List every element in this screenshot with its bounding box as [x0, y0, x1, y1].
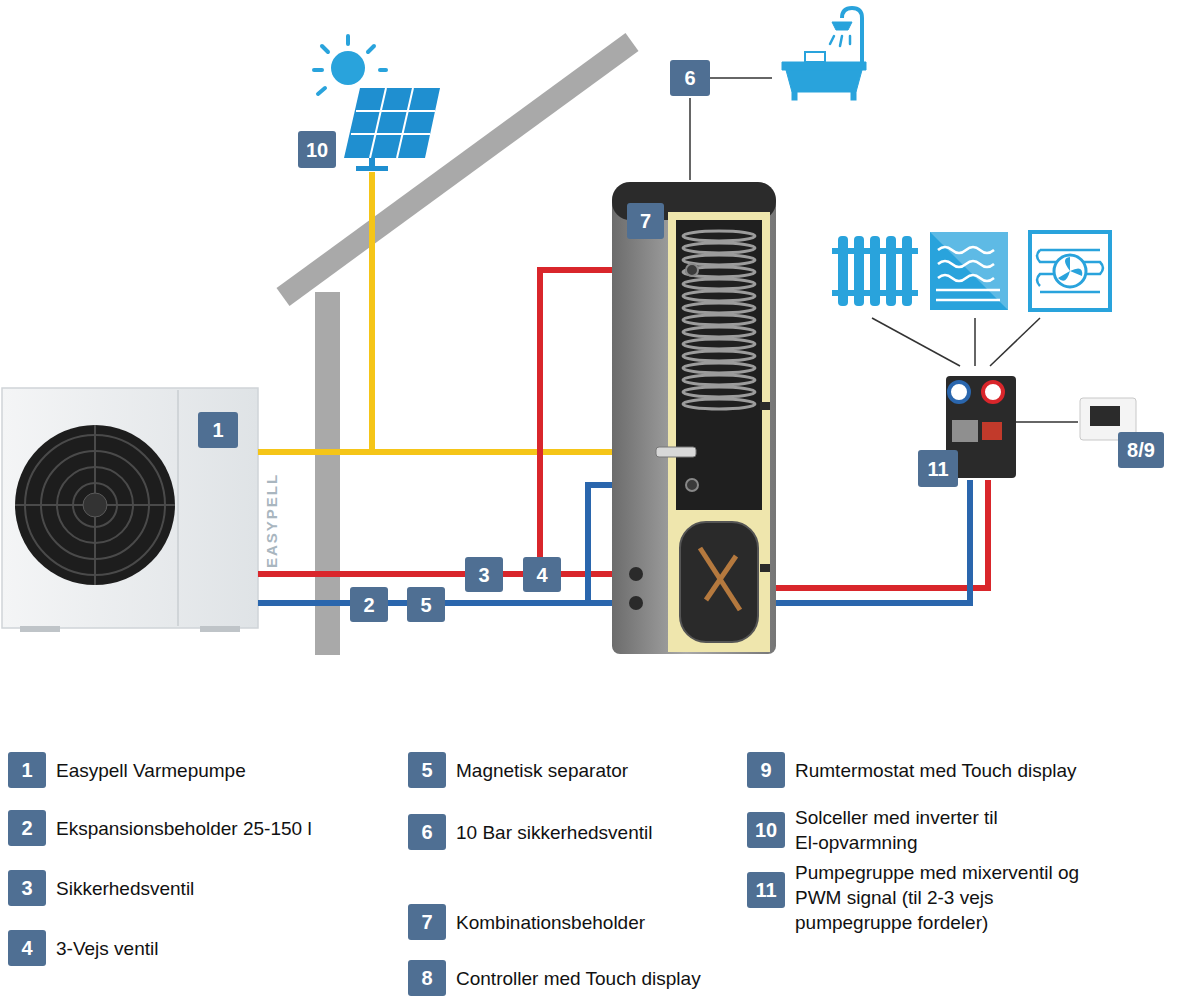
legend-callout: 11Pumpegruppe med mixerventil og PWM sig… [747, 872, 785, 908]
legend-description: Ekspansionsbeholder 25-150 l [56, 816, 386, 841]
callout-number-text: 2 [363, 595, 374, 615]
legend-description: Sikkerhedsventil [56, 876, 386, 901]
legend-callout: 2Ekspansionsbeholder 25-150 l [8, 810, 46, 846]
house-outline [283, 42, 632, 655]
callout-number-text: 11 [927, 459, 948, 479]
legend-callout: 7Kombinationsbeholder [408, 904, 446, 940]
callout-number-text: 6 [421, 822, 432, 842]
bathtub-icon [782, 8, 866, 100]
legend-description: Kombinationsbeholder [456, 910, 776, 935]
callout-number-text: 3 [478, 565, 489, 585]
legend-description: 3-Vejs ventil [56, 936, 386, 961]
callout-number-text: 3 [21, 878, 32, 898]
callout-number: 2 [350, 587, 388, 622]
legend-callout: 1Easypell Varmepumpe [8, 752, 46, 788]
legend-description: Solceller med inverter til El-opvarmning [795, 805, 1010, 855]
callout-number-text: 5 [420, 595, 431, 615]
legend-description: Rumtermostat med Touch display [795, 758, 1175, 783]
callout-number-text: 10 [306, 140, 328, 160]
legend-callout: 43-Vejs ventil [8, 930, 46, 966]
callout-number-text: 8 [421, 968, 432, 988]
legend-callout: 8Controller med Touch display [408, 960, 446, 996]
callout-number-text: 1 [21, 760, 32, 780]
callout-number: 5 [407, 587, 445, 622]
heating-emitter-icons [832, 232, 1110, 310]
callout-number: 4 [523, 557, 561, 592]
callout-number: 8/9 [1118, 432, 1164, 468]
callout-number: 10 [298, 131, 336, 168]
legend-description: Pumpegruppe med mixerventil og PWM signa… [795, 860, 1095, 935]
legend-description: Easypell Varmepumpe [56, 758, 386, 783]
callout-number-text: 9 [760, 760, 771, 780]
combination-tank [612, 182, 776, 654]
callout-number: 1 [198, 412, 238, 448]
legend-callout: 610 Bar sikkerhedsventil [408, 814, 446, 850]
callout-number-text: 7 [640, 211, 651, 231]
brand-label: EASYPELL [263, 473, 280, 568]
callout-number: 3 [465, 557, 503, 592]
callout-number-text: 4 [21, 938, 32, 958]
callout-number-text: 1 [212, 420, 223, 440]
legend-description: Controller med Touch display [456, 966, 776, 991]
leader-lines [690, 78, 1078, 422]
legend-description: 10 Bar sikkerhedsventil [456, 820, 776, 845]
callout-number-text: 11 [755, 880, 776, 900]
callout-number-text: 2 [21, 818, 32, 838]
legend-callout: 3Sikkerhedsventil [8, 870, 46, 906]
callout-number-text: 4 [536, 565, 547, 585]
legend-callout: 9Rumtermostat med Touch display [747, 752, 785, 788]
legend-description: Magnetisk separator [456, 758, 776, 783]
heat-pump-unit [2, 388, 258, 632]
callout-number-text: 6 [684, 68, 695, 88]
callout-number: 6 [670, 60, 710, 96]
callout-number-text: 7 [421, 912, 432, 932]
callout-number-text: 5 [421, 760, 432, 780]
callout-number: 11 [918, 450, 958, 487]
callout-number-text: 10 [755, 820, 777, 840]
legend-callout: 5Magnetisk separator [408, 752, 446, 788]
callout-number-text: 8/9 [1127, 440, 1155, 460]
callout-number: 7 [627, 203, 664, 239]
legend-callout: 10Solceller med inverter til El-opvarmni… [747, 812, 785, 848]
